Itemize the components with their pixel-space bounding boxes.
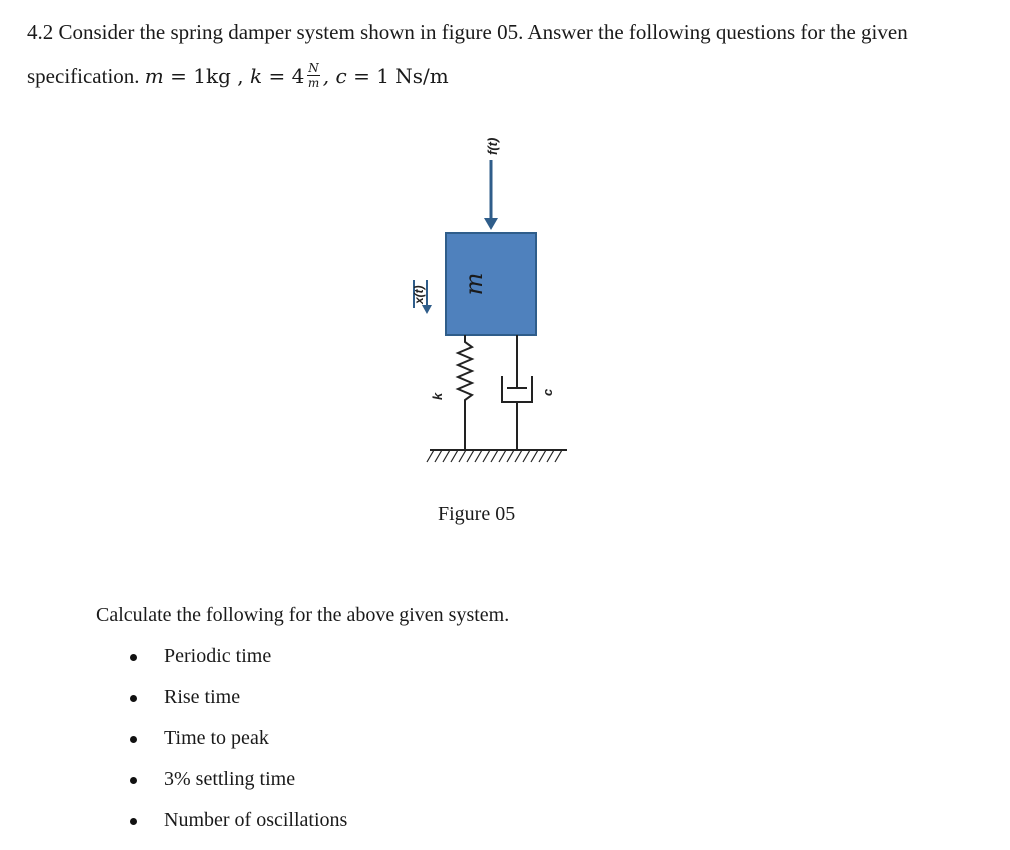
list-item: 3% settling time (120, 768, 347, 809)
task-intro: Calculate the following for the above gi… (96, 604, 510, 626)
spring (455, 335, 475, 450)
spring-damper-figure: f(t) m x(t) k c (412, 138, 567, 463)
bullet-icon (130, 777, 137, 784)
damping-symbol: , c (322, 64, 347, 88)
list-item: Number of oscillations (120, 809, 347, 850)
mass-symbol: m (144, 64, 164, 88)
bullet-icon (130, 695, 137, 702)
damping-value: = 1 Ns/m (353, 64, 449, 88)
list-item: Time to peak (120, 727, 347, 768)
figure-caption: Figure 05 (438, 503, 516, 525)
mass-block (445, 232, 537, 336)
stiffness-symbol: k (249, 64, 263, 88)
spring-label: k (430, 392, 445, 400)
task-list: Periodic time Rise time Time to peak 3% … (120, 645, 347, 850)
mass-value: = 1kg , (170, 64, 244, 88)
stiffness-value: = 4 (268, 64, 305, 88)
mass-label: m (460, 273, 488, 296)
ground-hatching (426, 449, 563, 463)
displacement-arrow-head (422, 305, 432, 314)
force-arrow-head (484, 218, 498, 230)
bullet-icon (130, 818, 137, 825)
bullet-icon (130, 654, 137, 661)
damper-label: c (540, 388, 555, 396)
list-item: Periodic time (120, 645, 347, 686)
list-item: Rise time (120, 686, 347, 727)
bullet-icon (130, 736, 137, 743)
displacement-label: x(t) (412, 285, 426, 305)
question-line-1: 4.2 Consider the spring damper system sh… (27, 20, 908, 44)
specification-label: specification. (27, 64, 140, 88)
force-label: f(t) (485, 138, 500, 155)
